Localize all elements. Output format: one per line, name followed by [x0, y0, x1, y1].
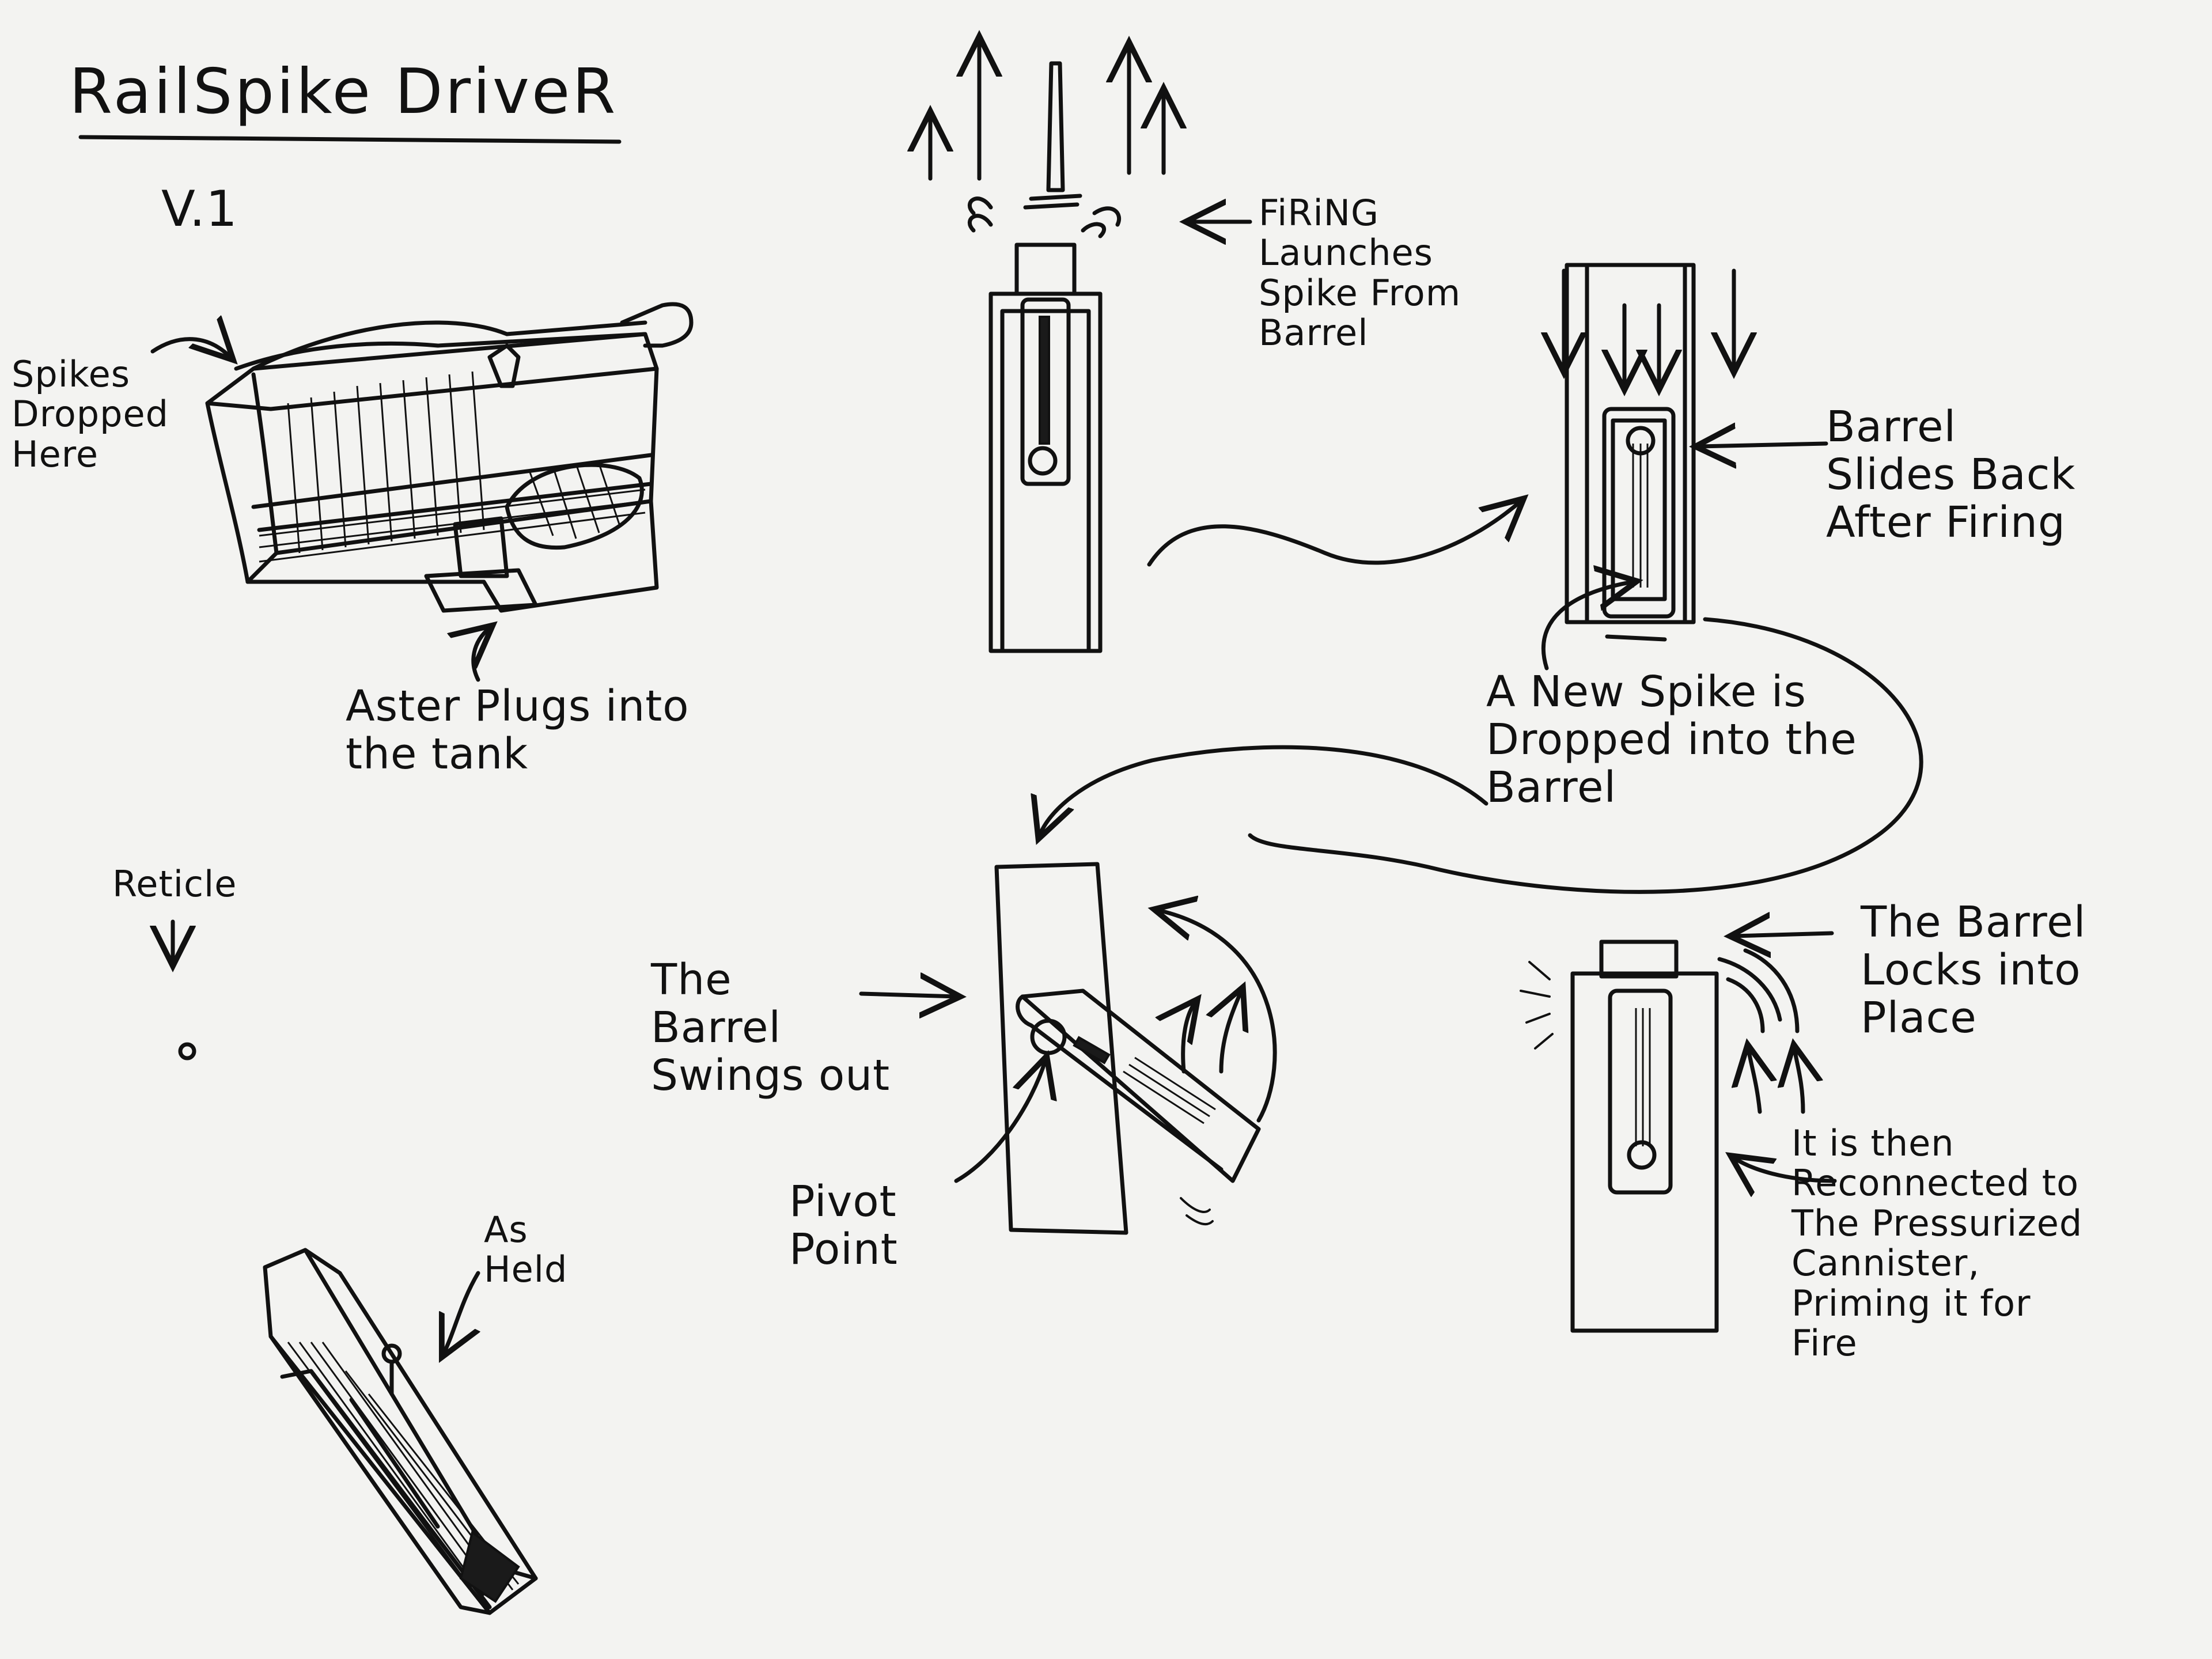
new-spike-arrow [1541, 582, 1633, 671]
barrel-locks-sketch [1520, 940, 1803, 1333]
spikes-arrow [150, 339, 230, 357]
new-spike-label: A New Spike is Dropped into the Barrel [1486, 667, 1857, 812]
flow-arrow-1 [1147, 501, 1521, 567]
locks-arrow [1734, 933, 1834, 936]
version-label: V.1 [161, 180, 238, 238]
barrel-slides-sketch [1564, 263, 1734, 642]
barrel-slides-arrow [1699, 444, 1828, 446]
barrel-slides-label: Barrel Slides Back After Firing [1826, 402, 2076, 547]
reticle-label: Reticle [112, 863, 237, 905]
rail-spike-driver-sketch [205, 302, 694, 613]
flow-arrow-2 [1248, 617, 1923, 894]
firing-label: FiRiNG Launches Spike From Barrel [1259, 192, 1461, 354]
flow-arrow-3 [1040, 745, 1488, 835]
reconnected-label: It is then Reconnected to The Pressurize… [1791, 1122, 2083, 1365]
aster-arrow [474, 628, 490, 682]
spikes-dropped-label: Spikes Dropped Here [12, 353, 169, 475]
reconnected-arrow [1734, 1158, 1837, 1181]
aster-plugs-label: Aster Plugs into the tank [346, 681, 690, 779]
title-underline [78, 135, 622, 144]
firing-sketch [930, 40, 1164, 653]
pivot-point-label: Pivot Point [789, 1177, 898, 1274]
swings-out-sketch [994, 862, 1277, 1235]
as-held-sketch [263, 1248, 538, 1615]
swings-out-label: The Barrel Swings out [651, 955, 891, 1100]
page-title: RailSpike DriveR [69, 56, 618, 128]
pivot-arrow [954, 1060, 1046, 1183]
swings-out-arrow [859, 994, 956, 997]
locks-into-place-label: The Barrel Locks into Place [1861, 897, 2086, 1043]
as-held-arrow [444, 1271, 478, 1354]
reticle-dot [178, 1042, 196, 1060]
as-held-label: As Held [484, 1209, 568, 1291]
